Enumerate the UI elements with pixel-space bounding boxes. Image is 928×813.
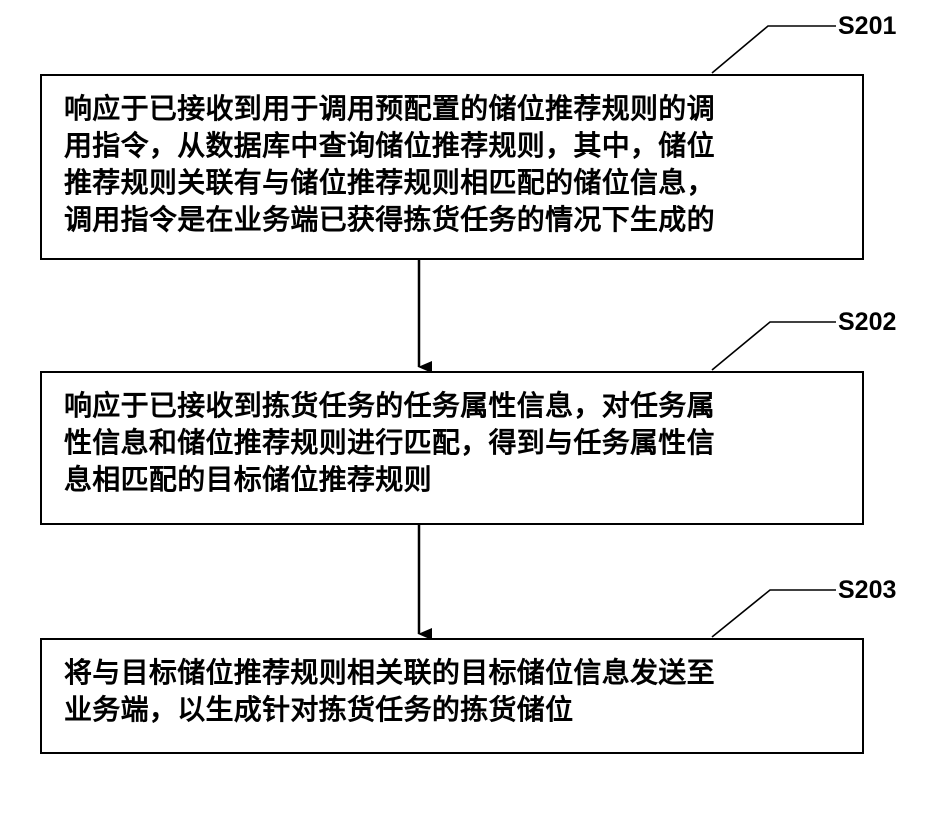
step-box-s202: 响应于已接收到拣货任务的任务属性信息，对任务属 性信息和储位推荐规则进行匹配，得… [40, 371, 864, 525]
step-text-s201: 响应于已接收到用于调用预配置的储位推荐规则的调 用指令，从数据库中查询储位推荐规… [64, 90, 844, 238]
step-text-s203: 将与目标储位推荐规则相关联的目标储位信息发送至 业务端，以生成针对拣货任务的拣货… [64, 654, 844, 728]
step-label-s202: S202 [838, 308, 896, 336]
step-box-s203: 将与目标储位推荐规则相关联的目标储位信息发送至 业务端，以生成针对拣货任务的拣货… [40, 638, 864, 754]
s201-leader-line [712, 26, 836, 73]
step-label-s203: S203 [838, 576, 896, 604]
step-box-s201: 响应于已接收到用于调用预配置的储位推荐规则的调 用指令，从数据库中查询储位推荐规… [40, 74, 864, 260]
step-text-s202: 响应于已接收到拣货任务的任务属性信息，对任务属 性信息和储位推荐规则进行匹配，得… [64, 387, 844, 498]
s202-leader-line [712, 322, 836, 370]
step-label-s201: S201 [838, 12, 896, 40]
s203-leader-line [712, 590, 836, 637]
